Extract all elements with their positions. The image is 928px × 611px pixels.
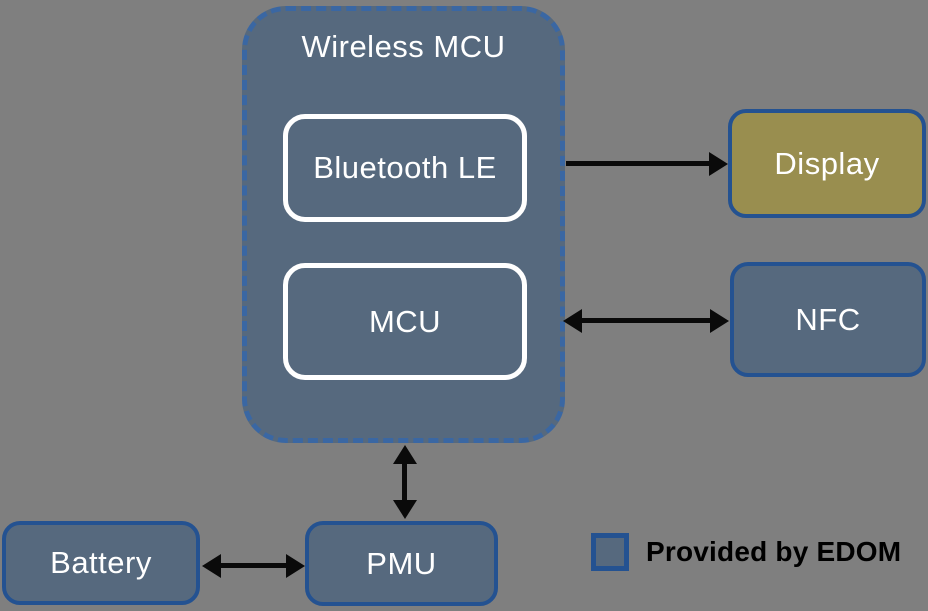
arrow-battery-pmu-bidirectional-icon (202, 553, 305, 578)
bluetooth-le-label: Bluetooth LE (313, 150, 497, 185)
display-label: Display (774, 145, 880, 181)
mcu-label: MCU (368, 303, 442, 339)
arrow-wirelessmcu-pmu-bidirectional-icon (392, 445, 417, 519)
arrow-bluetooth-to-display-icon (566, 151, 728, 176)
arrowhead-right-icon (710, 308, 729, 333)
arrowhead-right-icon (286, 553, 305, 578)
arrow-mcu-nfc-bidirectional-icon (563, 308, 729, 333)
legend-label: Provided by EDOM (646, 535, 902, 567)
mcu-block: MCU (283, 263, 527, 380)
pmu-block: PMU (305, 521, 498, 606)
pmu-label: PMU (366, 545, 437, 581)
arrowhead-down-icon (392, 500, 417, 519)
edom-provided-swatch-icon (591, 532, 629, 571)
arrowhead-left-icon (563, 308, 582, 333)
wireless-mcu-container: Wireless MCU Bluetooth LE MCU (242, 6, 565, 443)
arrowhead-left-icon (202, 553, 221, 578)
nfc-label: NFC (795, 301, 861, 337)
nfc-block: NFC (730, 262, 926, 377)
wireless-mcu-label: Wireless MCU (301, 29, 506, 64)
display-block: Display (728, 109, 926, 218)
battery-label: Battery (50, 545, 152, 580)
bluetooth-le-block: Bluetooth LE (283, 114, 527, 222)
legend: Provided by EDOM (591, 529, 901, 574)
arrowhead-up-icon (392, 445, 417, 464)
battery-block: Battery (2, 521, 200, 605)
arrowhead-right-icon (709, 151, 728, 176)
